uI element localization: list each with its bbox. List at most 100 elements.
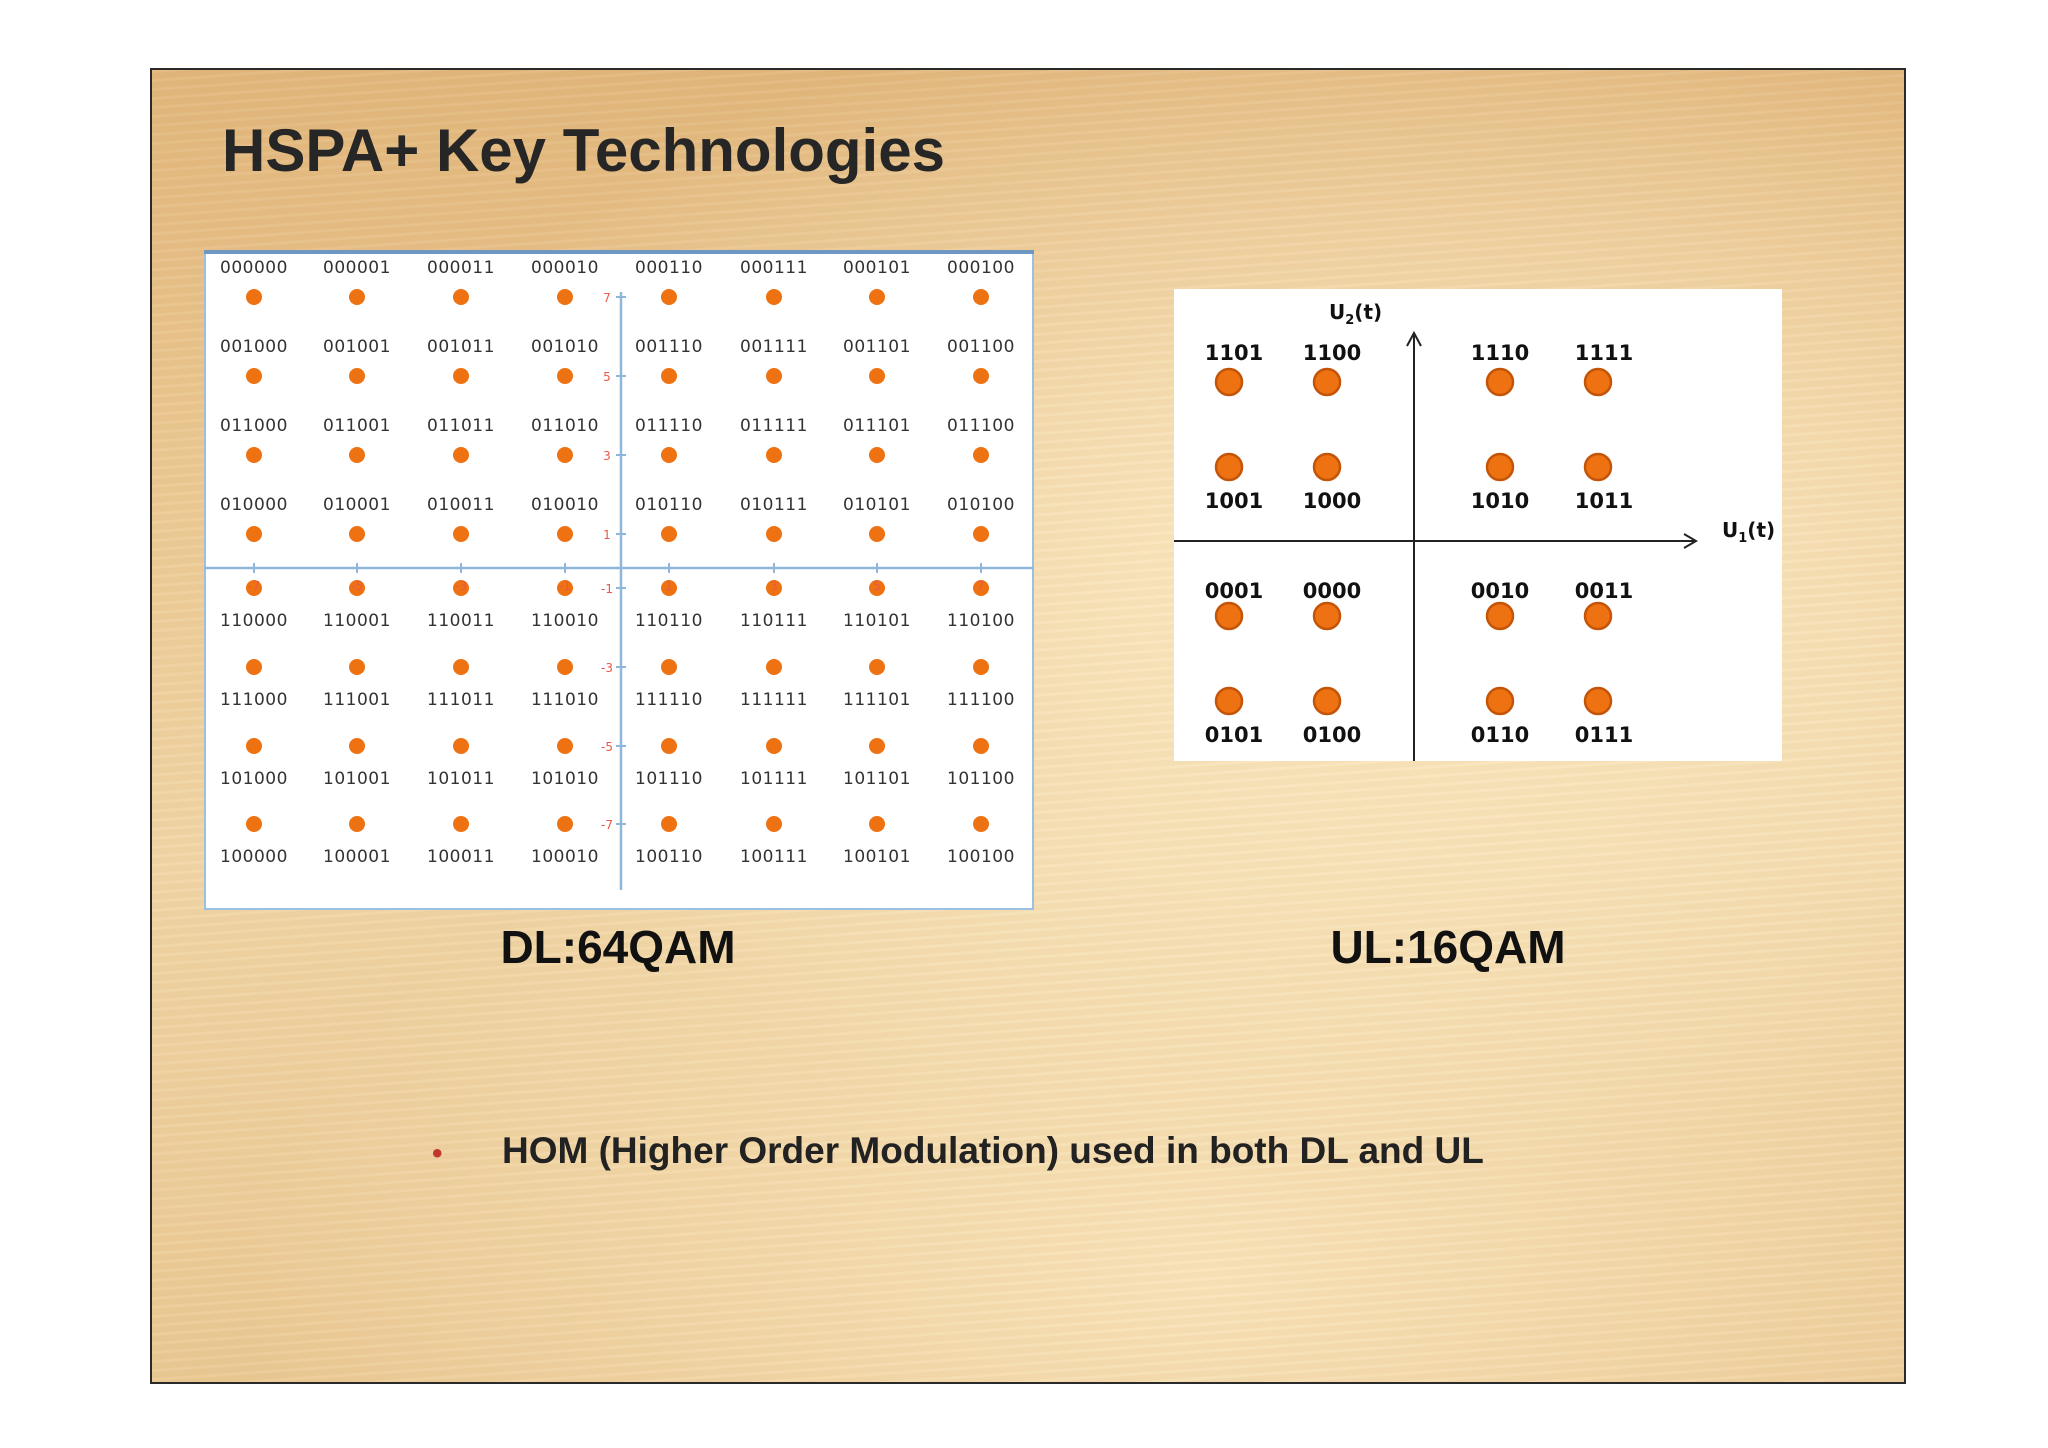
- dl-point-label: 011001: [323, 416, 391, 436]
- dl-point-label: 010011: [427, 495, 495, 515]
- ul-background: [1174, 289, 1782, 761]
- dl-y-tick-label: 1: [603, 528, 611, 542]
- dl-point-label: 110101: [843, 611, 911, 631]
- dl-x-tick-label: 3: [770, 579, 778, 593]
- dl-point-label: 001010: [531, 337, 599, 357]
- ul-point-label: 1111: [1575, 341, 1633, 365]
- dl-constellation-point: [766, 526, 782, 542]
- ul-point-label: 0101: [1205, 723, 1263, 747]
- dl-constellation-point: [661, 526, 677, 542]
- dl-constellation-point: [973, 816, 989, 832]
- dl-constellation-point: [453, 368, 469, 384]
- dl-point-label: 011000: [220, 416, 288, 436]
- ul-constellation-point: [1214, 686, 1244, 716]
- dl-constellation-point: [973, 289, 989, 305]
- dl-constellation-point: [661, 659, 677, 675]
- dl-constellation-point: [557, 580, 573, 596]
- dl-point-label: 111001: [323, 690, 391, 710]
- dl-constellation-point: [973, 447, 989, 463]
- dl-point-label: 001001: [323, 337, 391, 357]
- dl-point-label: 010110: [635, 495, 703, 515]
- dl-constellation-point: [349, 659, 365, 675]
- ul-point-label: 1010: [1471, 489, 1529, 513]
- ul-constellation-point: [1214, 367, 1244, 397]
- dl-y-tick-label: -1: [601, 582, 613, 596]
- ul-constellation-point: [1312, 367, 1342, 397]
- dl-x-tick-label: -1: [559, 579, 571, 593]
- dl-constellation-point: [973, 738, 989, 754]
- dl-x-tick-label: 7: [977, 579, 985, 593]
- dl-point-label: 010111: [740, 495, 808, 515]
- dl-point-label: 100010: [531, 847, 599, 867]
- dl-constellation-point: [766, 289, 782, 305]
- dl-point-label: 001110: [635, 337, 703, 357]
- ul-point-label: 0001: [1205, 579, 1263, 603]
- dl-constellation-point: [557, 447, 573, 463]
- dl-point-label: 011110: [635, 416, 703, 436]
- dl-point-label: 101110: [635, 769, 703, 789]
- dl-constellation-point: [869, 738, 885, 754]
- ul-point-label: 1110: [1471, 341, 1529, 365]
- ul-point-label: 0110: [1471, 723, 1529, 747]
- dl-constellation-point: [557, 738, 573, 754]
- dl-point-label: 110000: [220, 611, 288, 631]
- dl-constellation-point: [869, 659, 885, 675]
- dl-point-label: 110001: [323, 611, 391, 631]
- ul-constellation-point: [1214, 452, 1244, 482]
- dl-point-label: 101111: [740, 769, 808, 789]
- ul-y-axis-sub: 2: [1345, 313, 1354, 328]
- dl-y-tick-label: 7: [603, 291, 611, 305]
- ul-point-label: 1000: [1303, 489, 1361, 513]
- dl-constellation-point: [246, 580, 262, 596]
- dl-constellation-point: [661, 580, 677, 596]
- dl-x-tick-label: -5: [351, 579, 363, 593]
- dl-constellation-point: [766, 580, 782, 596]
- dl-point-label: 100110: [635, 847, 703, 867]
- dl-constellation-point: [246, 447, 262, 463]
- dl-constellation-point: [557, 816, 573, 832]
- dl-point-label: 000100: [947, 258, 1015, 278]
- dl-constellation-point: [557, 659, 573, 675]
- dl-constellation-point: [766, 659, 782, 675]
- dl-constellation-point: [766, 368, 782, 384]
- dl-point-label: 000011: [427, 258, 495, 278]
- dl-constellation-point: [246, 289, 262, 305]
- bullet-item: • HOM (Higher Order Modulation) used in b…: [432, 1130, 1484, 1172]
- dl-constellation-point: [349, 368, 365, 384]
- dl-y-tick-label: -5: [601, 740, 613, 754]
- dl-point-label: 100101: [843, 847, 911, 867]
- ul-point-label: 0000: [1303, 579, 1361, 603]
- dl-point-label: 110011: [427, 611, 495, 631]
- bullet-dot-icon: •: [432, 1137, 443, 1170]
- dl-constellation-point: [349, 738, 365, 754]
- ul-constellation-point: [1583, 452, 1613, 482]
- dl-constellation-point: [869, 368, 885, 384]
- dl-y-tick-label: 3: [603, 449, 611, 463]
- dl-constellation-point: [766, 738, 782, 754]
- dl-constellation-point: [869, 289, 885, 305]
- dl-constellation-point: [661, 738, 677, 754]
- dl-point-label: 111100: [947, 690, 1015, 710]
- dl-point-label: 101001: [323, 769, 391, 789]
- bullet-text: HOM (Higher Order Modulation) used in bo…: [502, 1130, 1484, 1171]
- dl-point-label: 010001: [323, 495, 391, 515]
- dl-constellation-point: [453, 738, 469, 754]
- dl-constellation-point: [557, 368, 573, 384]
- dl-x-tick-label: -7: [248, 579, 260, 593]
- dl-point-label: 011100: [947, 416, 1015, 436]
- dl-x-tick-label: 1: [665, 579, 673, 593]
- dl-constellation-point: [453, 659, 469, 675]
- ul-caption: UL:16QAM: [1330, 921, 1566, 973]
- ul-x-axis-suffix: (t): [1747, 518, 1775, 542]
- dl-y-tick-label: -3: [601, 661, 613, 675]
- dl-constellation-point: [246, 659, 262, 675]
- dl-constellation-point: [349, 526, 365, 542]
- dl-constellation-point: [973, 659, 989, 675]
- dl-constellation-point: [869, 447, 885, 463]
- dl-point-label: 000101: [843, 258, 911, 278]
- ul-y-axis-suffix: (t): [1354, 300, 1382, 324]
- dl-constellation-point: [246, 368, 262, 384]
